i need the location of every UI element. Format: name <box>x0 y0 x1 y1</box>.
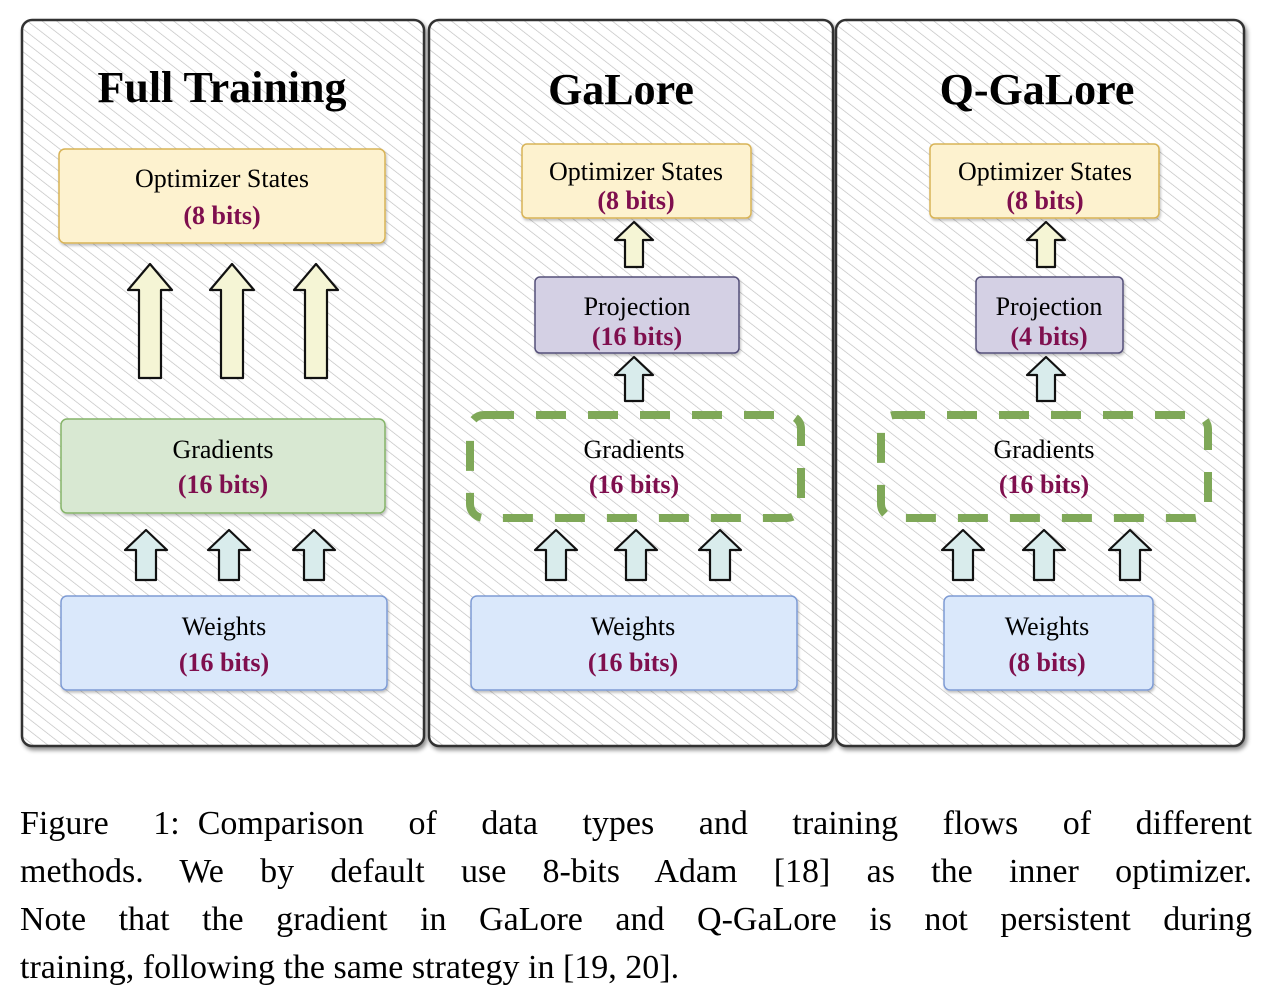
gradients-box-transient: Gradients (16 bits) <box>877 411 1212 522</box>
caption-text: Comparison of data types and training fl… <box>197 805 1252 842</box>
optimizer-states-label: Optimizer States <box>958 157 1132 186</box>
caption-line: training, following the same strategy in… <box>20 949 680 986</box>
gradients-label: Gradients <box>583 435 684 464</box>
caption-line: Note that the gradient in GaLore and Q-G… <box>20 901 1252 938</box>
optimizer-states-box: Optimizer States (8 bits) <box>521 143 752 219</box>
optimizer-states-label: Optimizer States <box>135 164 309 193</box>
gradients-label: Gradients <box>172 435 273 464</box>
panel-title: GaLore <box>548 65 694 114</box>
weights-box: Weights (16 bits) <box>470 595 798 691</box>
gradients-box-transient: Gradients (16 bits) <box>466 411 805 522</box>
up-arrow-icon <box>1025 220 1067 269</box>
up-arrow-icon <box>613 355 655 403</box>
optimizer-states-box: Optimizer States (8 bits) <box>58 148 386 244</box>
projection-box: Projection (16 bits) <box>534 276 740 354</box>
weights-box: Weights (8 bits) <box>943 595 1154 691</box>
training-flows-figure: Full Training Optimizer States (8 bits) … <box>20 18 1246 748</box>
up-arrow-icon <box>613 528 659 582</box>
projection-bits: (16 bits) <box>592 322 682 351</box>
up-arrow-icon <box>1021 528 1067 582</box>
figure-caption: Figure 1: Comparison of data types and tr… <box>20 800 1252 992</box>
projection-box: Projection (4 bits) <box>975 276 1124 354</box>
up-arrow-icon <box>123 528 169 582</box>
optimizer-states-box: Optimizer States (8 bits) <box>929 143 1160 219</box>
up-arrow-icon <box>613 220 655 269</box>
projection-label: Projection <box>996 292 1103 321</box>
short-arrows <box>940 528 1153 582</box>
up-arrow-icon <box>1025 355 1067 403</box>
panel-full-training: Full Training Optimizer States (8 bits) … <box>20 18 426 748</box>
up-arrow-icon <box>291 528 337 582</box>
gradients-box: Gradients (16 bits) <box>60 418 386 514</box>
up-arrow-icon <box>533 528 579 582</box>
optimizer-states-bits: (8 bits) <box>183 201 260 230</box>
gradients-bits: (16 bits) <box>178 470 268 499</box>
up-arrow-icon <box>697 528 743 582</box>
weights-bits: (8 bits) <box>1008 648 1085 677</box>
caption-label: Figure 1: <box>20 805 180 842</box>
weights-box: Weights (16 bits) <box>60 595 388 691</box>
panel-title: Full Training <box>97 63 346 112</box>
panel-galore: GaLore Optimizer States (8 bits) Project… <box>427 18 835 748</box>
tall-arrows <box>126 262 340 380</box>
optimizer-states-bits: (8 bits) <box>1006 186 1083 215</box>
panel-title: Q-GaLore <box>940 65 1135 114</box>
up-arrow-icon <box>126 262 174 380</box>
weights-label: Weights <box>591 612 676 641</box>
weights-bits: (16 bits) <box>588 648 678 677</box>
optimizer-states-label: Optimizer States <box>549 157 723 186</box>
weights-bits: (16 bits) <box>179 648 269 677</box>
up-arrow-icon <box>940 528 986 582</box>
optimizer-states-bits: (8 bits) <box>597 186 674 215</box>
up-arrow-icon <box>208 262 256 380</box>
gradients-label: Gradients <box>993 435 1094 464</box>
projection-label: Projection <box>584 292 691 321</box>
panel-q-galore: Q-GaLore Optimizer States (8 bits) Proje… <box>834 18 1246 748</box>
up-arrow-icon <box>1107 528 1153 582</box>
gradients-bits: (16 bits) <box>999 470 1089 499</box>
short-arrows <box>123 528 337 582</box>
up-arrow-icon <box>292 262 340 380</box>
gradients-bits: (16 bits) <box>589 470 679 499</box>
weights-label: Weights <box>1005 612 1090 641</box>
up-arrow-icon <box>206 528 252 582</box>
short-arrows <box>533 528 743 582</box>
projection-bits: (4 bits) <box>1010 322 1087 351</box>
caption-line: methods. We by default use 8-bits Adam [… <box>20 853 1252 890</box>
caption-line: Figure 1: Comparison of data types and tr… <box>20 800 1252 848</box>
weights-label: Weights <box>182 612 267 641</box>
